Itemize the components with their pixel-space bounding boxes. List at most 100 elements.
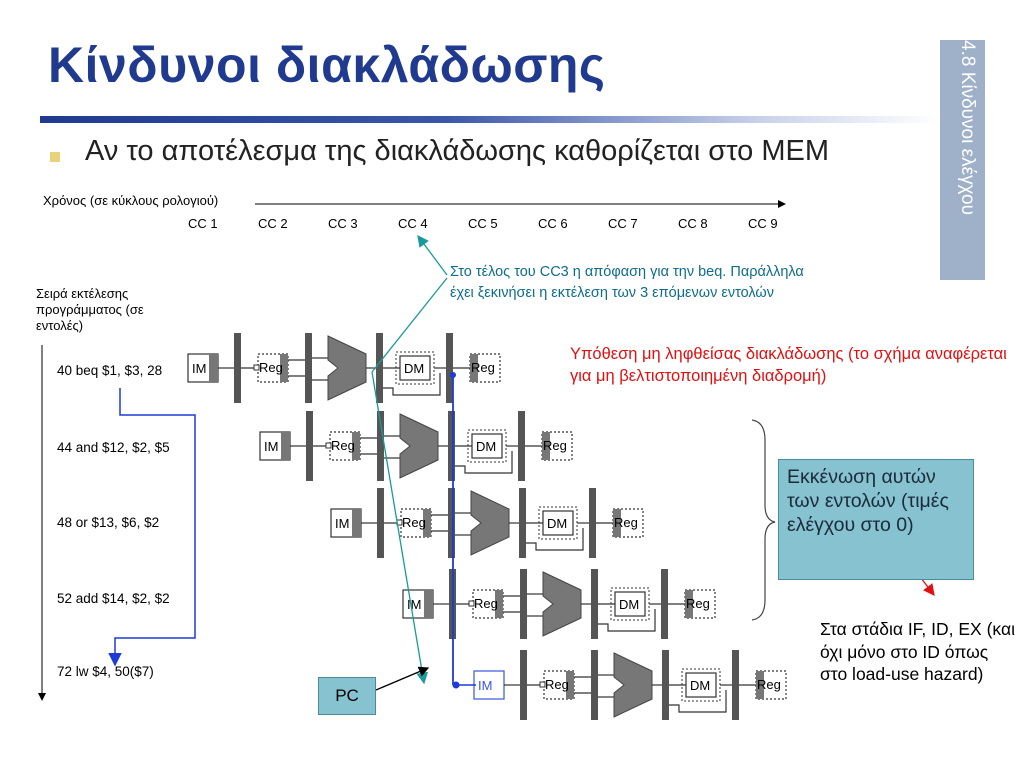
bypass-wire: [526, 528, 584, 551]
dm-label: DM: [547, 516, 567, 531]
dm-block: [685, 672, 717, 698]
pipeline-row: IM Reg DM Reg: [473, 650, 787, 720]
reg-shade: [280, 354, 288, 382]
branch-decision-note: Στο τέλος του CC3 η απόφαση για την beq.…: [450, 262, 804, 304]
dm-block: [614, 591, 646, 617]
dm-block: [471, 433, 503, 459]
wb-reg-shade: [756, 671, 764, 699]
reg-label: Reg: [331, 438, 355, 453]
wb-reg-label: Reg: [543, 438, 567, 453]
bypass-wire: [669, 690, 727, 713]
instruction-label: 48 or $13, $6, $2: [57, 515, 160, 530]
dm-block: [542, 510, 574, 536]
mem-wb-register: [589, 488, 596, 558]
wb-reg-label: Reg: [686, 596, 710, 611]
teal-arrow-down: [371, 371, 429, 685]
dm-label: DM: [690, 678, 710, 693]
clock-cycle-label: CC 6: [538, 216, 568, 231]
dm-block: [399, 355, 431, 381]
wb-reg-shade: [685, 590, 693, 618]
id-ex-register: [377, 411, 384, 481]
ex-mem-register: [591, 569, 598, 639]
wb-reg-shade: [613, 509, 621, 537]
im-shade: [352, 509, 361, 537]
reg-port: [539, 681, 546, 688]
bypass-wire: [598, 609, 656, 632]
reg-shade: [423, 509, 431, 537]
im-label: IM: [407, 597, 421, 612]
instruction-label: 44 and $12, $2, $5: [57, 440, 170, 455]
bullet-text: Αν το αποτέλεσμα της διακλάδωσης καθορίζ…: [85, 135, 829, 167]
alu-shape: [470, 490, 510, 556]
clock-cycle-label: CC 1: [188, 216, 218, 231]
id-ex-register: [520, 569, 527, 639]
reg-shade: [566, 671, 574, 699]
time-axis-label: Χρόνος (σε κύκλους ρολογιού): [43, 193, 219, 208]
ex-mem-register: [448, 411, 455, 481]
ex-mem-register: [662, 650, 669, 720]
reg-label: Reg: [259, 360, 283, 375]
pipeline-row: IM Reg DM Reg: [330, 488, 644, 558]
id-ex-register: [448, 488, 455, 558]
reg-port: [468, 600, 475, 607]
assumption-note: Υπόθεση μη ληφθείσας διακλάδωσης (το σχή…: [570, 345, 1007, 385]
bypass-wire: [383, 373, 441, 396]
mem-wb-register: [732, 650, 739, 720]
reg-label: Reg: [545, 677, 569, 692]
mem-wb-register: [518, 411, 525, 481]
im-label: IM: [192, 361, 206, 376]
wb-reg-shade: [470, 354, 478, 382]
wb-reg-label: Reg: [614, 515, 638, 530]
teal-arrow-up: [417, 234, 448, 276]
if-id-register: [306, 411, 313, 481]
reg-shade: [352, 432, 360, 460]
alu-shape: [613, 652, 653, 718]
dm-label: DM: [476, 439, 496, 454]
slide-title: Κίνδυνοι διακλάδωσης: [48, 37, 606, 93]
bullet-icon: [50, 152, 60, 162]
instruction-label: 40 beq $1, $3, 28: [57, 363, 163, 378]
teal-arrow-down-left: [371, 277, 448, 373]
clock-cycle-label: CC 7: [608, 216, 638, 231]
pipeline-row: IM Reg DM Reg: [259, 411, 573, 481]
ex-mem-register: [519, 488, 526, 558]
clock-cycle-label: CC 5: [468, 216, 498, 231]
id-ex-register: [305, 333, 312, 403]
instruction-label: 72 lw $4, 50($7): [57, 664, 154, 679]
im-shade: [424, 590, 433, 618]
im-label: IM: [264, 439, 278, 454]
clock-cycle-label: CC 4: [398, 216, 428, 231]
im-label: IM: [335, 516, 349, 531]
reg-label: Reg: [402, 515, 426, 530]
im-label: IM: [478, 678, 492, 693]
alu-shape: [542, 571, 582, 637]
section-tab: [940, 40, 985, 280]
if-id-register: [234, 333, 241, 403]
reg-port: [325, 442, 332, 449]
pc-box: PC: [318, 677, 376, 715]
mem-wb-register: [661, 569, 668, 639]
clock-cycle-label: CC 9: [748, 216, 778, 231]
if-id-register: [520, 650, 527, 720]
reg-label: Reg: [474, 596, 498, 611]
branch-decision-note-line-1: Στο τέλος του CC3 η απόφαση για την beq.…: [450, 264, 804, 280]
wb-reg-label: Reg: [757, 677, 781, 692]
branch-decision-dot: [450, 372, 456, 378]
reg-shade: [495, 590, 503, 618]
pc-arrow: [375, 666, 430, 691]
instruction-label: 52 add $14, $2, $2: [57, 591, 170, 606]
bypass-wire: [455, 451, 513, 474]
wb-reg-shade: [542, 432, 550, 460]
im-shade: [281, 432, 290, 460]
branch-decision-note-line-2: έχει ξεκινήσει η εκτέλεση των 3 επόμενων…: [450, 285, 774, 301]
if-id-register: [377, 488, 384, 558]
clock-cycle-label: CC 3: [328, 216, 358, 231]
mem-wb-register: [446, 333, 453, 403]
branch-target-line: [108, 388, 196, 667]
reg-port: [253, 364, 260, 371]
alu-shape: [327, 335, 367, 401]
